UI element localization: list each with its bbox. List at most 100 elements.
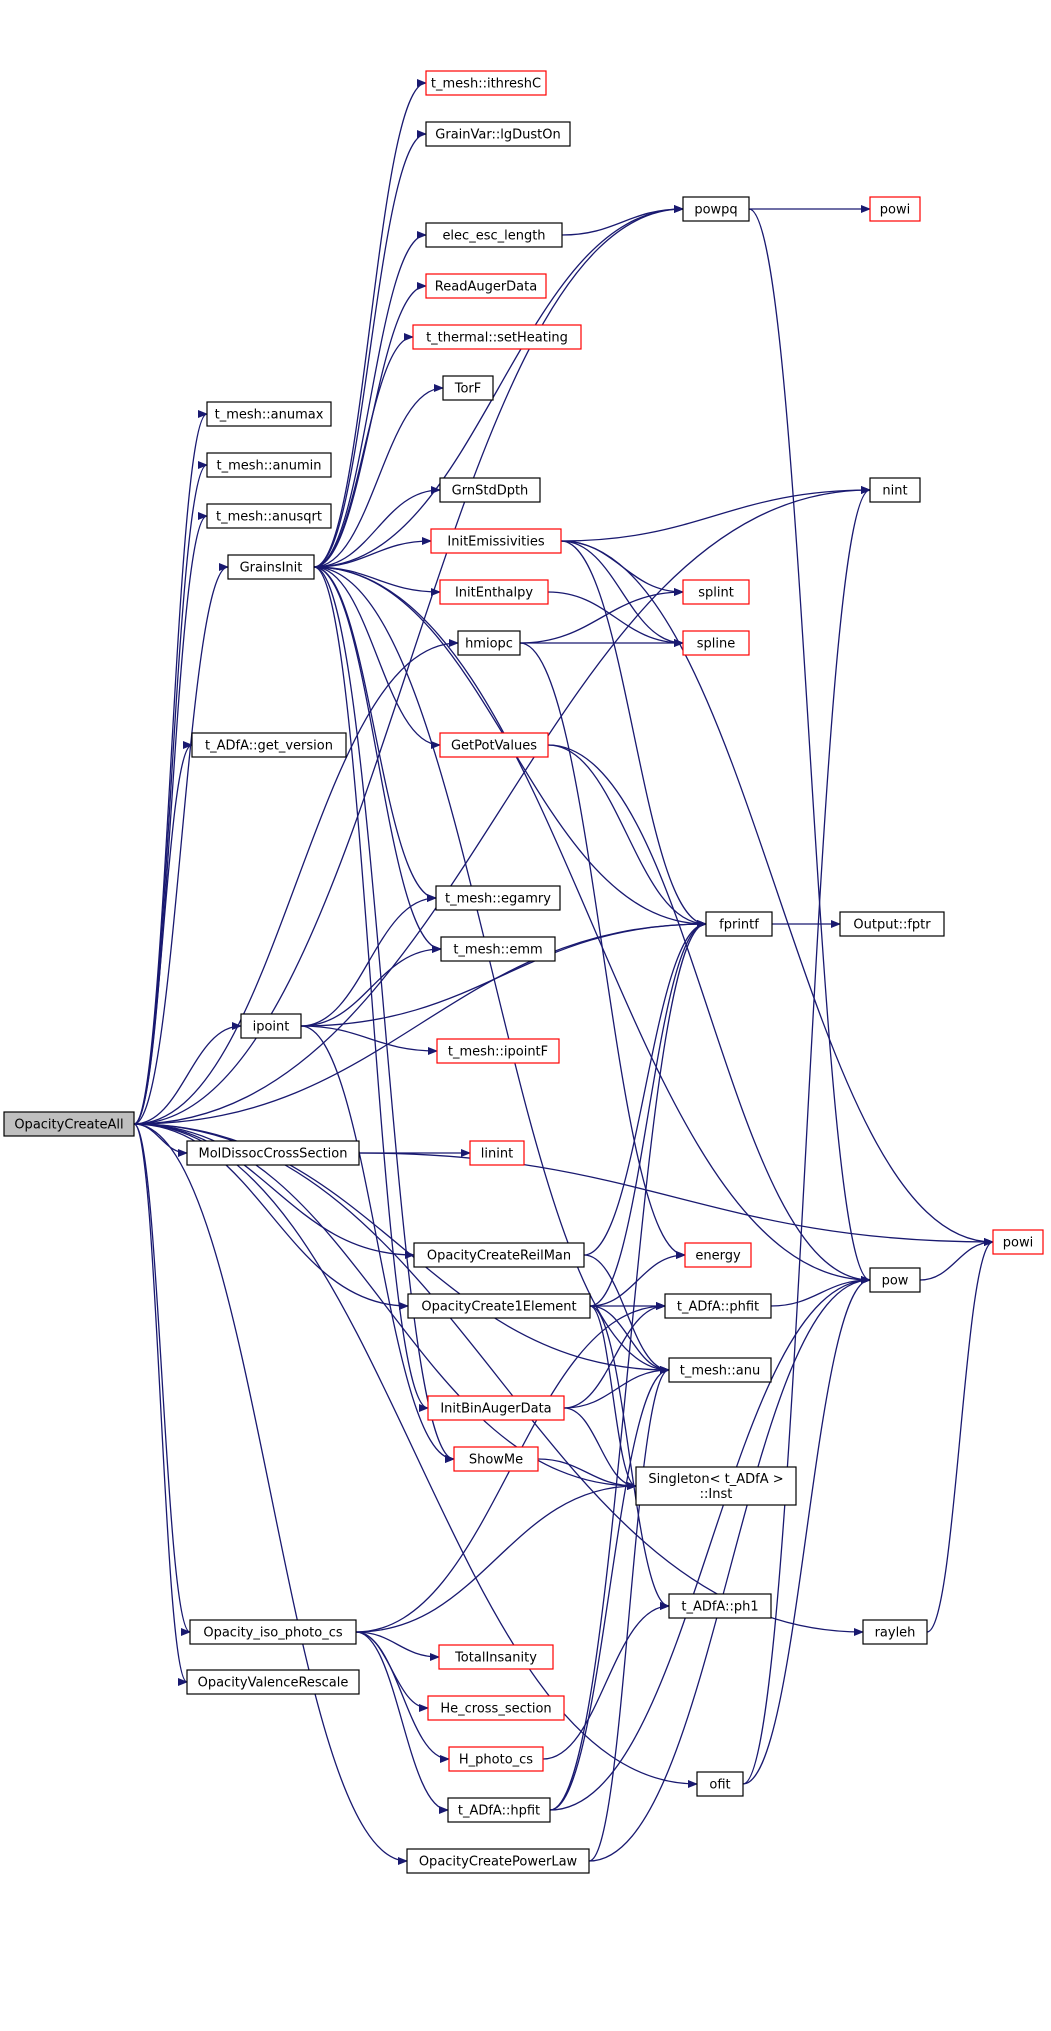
node-box (839, 911, 945, 937)
node-label: powi (1003, 1236, 1033, 1251)
node-box (705, 911, 773, 937)
node-init-bin-auger-data[interactable]: InitBinAugerData (427, 1395, 565, 1421)
node-box (425, 121, 571, 147)
node-box (191, 732, 347, 758)
node-grains-init[interactable]: GrainsInit (227, 554, 315, 580)
node-elec-esc-length[interactable]: elec_esc_length (425, 222, 563, 248)
node-powi-top[interactable]: powi (869, 196, 921, 222)
node-label: OpacityCreatePowerLaw (419, 1855, 578, 1870)
node-opacity-create-reil-man[interactable]: OpacityCreateReilMan (413, 1242, 585, 1268)
node-h-photo-cs[interactable]: H_photo_cs (448, 1746, 544, 1772)
node-label: OpacityValenceRescale (198, 1676, 349, 1691)
node-tor-f[interactable]: TorF (442, 375, 494, 401)
node-box (869, 1267, 921, 1293)
node-label: t_mesh::egamry (445, 892, 551, 907)
node-t-mesh-ithresh-c[interactable]: t_mesh::ithreshC (425, 70, 547, 96)
node-t-adf-a-ph1[interactable]: t_ADfA::ph1 (668, 1593, 772, 1619)
node-t-mesh-egamry[interactable]: t_mesh::egamry (435, 885, 561, 911)
node-ipoint[interactable]: ipoint (240, 1013, 302, 1039)
node-box (206, 452, 332, 478)
node-init-enthalpy[interactable]: InitEnthalpy (439, 579, 549, 605)
node-mol-dissoc-cross-section[interactable]: MolDissocCrossSection (186, 1140, 360, 1166)
node-t-mesh-emm[interactable]: t_mesh::emm (440, 936, 556, 962)
edge-opacity-create-all-to-opacity-create-reil-man (133, 1123, 415, 1259)
node-box (682, 579, 750, 605)
node-box (227, 554, 315, 580)
node-nint[interactable]: nint (869, 477, 921, 503)
node-box (862, 1619, 928, 1645)
node-hmiopc[interactable]: hmiopc (457, 630, 521, 656)
node-label: elec_esc_length (442, 229, 545, 244)
node-splint[interactable]: splint (682, 579, 750, 605)
node-box (407, 1293, 591, 1319)
node-box (427, 1695, 565, 1721)
node-label: rayleh (875, 1626, 916, 1641)
node-opacity-create1element[interactable]: OpacityCreate1Element (407, 1293, 591, 1319)
node-box (206, 401, 332, 427)
edge-opacity-create-all-to-t-mesh-anumax (133, 410, 208, 1125)
edge-rayleh-to-powi-mid (926, 1238, 994, 1633)
edge-grains-init-to-tor-f (313, 384, 444, 568)
node-t-mesh-anumin[interactable]: t_mesh::anumin (206, 452, 332, 478)
node-t-thermal-set-heating[interactable]: t_thermal::setHeating (412, 324, 582, 350)
node-box (438, 1644, 554, 1670)
node-box (448, 1746, 544, 1772)
node-linint[interactable]: linint (469, 1140, 525, 1166)
node-he-cross-section[interactable]: He_cross_section (427, 1695, 565, 1721)
node-opacity-create-all[interactable]: OpacityCreateAll (3, 1111, 135, 1137)
node-label: ::Inst (700, 1487, 733, 1502)
node-opacity-valence-rescale[interactable]: OpacityValenceRescale (186, 1669, 360, 1695)
node-powi-mid[interactable]: powi (992, 1229, 1044, 1255)
edge-hmiopc-to-splint (519, 588, 684, 644)
node-label: OpacityCreate1Element (421, 1300, 576, 1315)
node-t-mesh-anusqrt[interactable]: t_mesh::anusqrt (206, 503, 332, 529)
edge-init-emissivities-to-powi-mid (560, 540, 994, 1246)
node-ofit[interactable]: ofit (696, 1771, 744, 1797)
node-total-insanity[interactable]: TotalInsanity (438, 1644, 554, 1670)
node-init-emissivities[interactable]: InitEmissivities (430, 528, 562, 554)
node-box (425, 273, 547, 299)
node-opacity-iso-photo-cs[interactable]: Opacity_iso_photo_cs (189, 1619, 357, 1645)
node-fprintf[interactable]: fprintf (705, 911, 773, 937)
node-label: powpq (694, 203, 737, 218)
node-singleton-inst[interactable]: Singleton< t_ADfA >::Inst (635, 1466, 797, 1506)
node-t-mesh-ipoint-f[interactable]: t_mesh::ipointF (436, 1038, 560, 1064)
edge-grains-init-to-grn-std-dpth (313, 486, 441, 568)
node-opacity-create-power-law[interactable]: OpacityCreatePowerLaw (406, 1848, 590, 1874)
node-label: OpacityCreateAll (14, 1118, 123, 1133)
node-label: t_ADfA::phfit (677, 1300, 759, 1315)
edge-opacity-create-all-to-opacity-create-power-law (133, 1123, 408, 1865)
node-label: splint (698, 586, 734, 601)
edge-init-bin-auger-data-to-t-adf-a-phfit (563, 1302, 666, 1409)
node-grain-var-lg-dust-on[interactable]: GrainVar::lgDustOn (425, 121, 571, 147)
node-read-auger-data[interactable]: ReadAugerData (425, 273, 547, 299)
edge-ipoint-to-t-mesh-emm (300, 945, 442, 1027)
node-t-adf-a-phfit[interactable]: t_ADfA::phfit (664, 1293, 772, 1319)
node-label: He_cross_section (440, 1702, 551, 1717)
node-spline[interactable]: spline (682, 630, 750, 656)
edge-show-me-to-singleton-inst (537, 1458, 637, 1490)
node-box (869, 196, 921, 222)
node-box (440, 936, 556, 962)
node-t-mesh-anumax[interactable]: t_mesh::anumax (206, 401, 332, 427)
edge-opacity-create-all-to-opacity-create1element (133, 1123, 409, 1310)
edge-ipoint-to-t-mesh-egamry (300, 894, 437, 1027)
node-t-adf-a-get-version[interactable]: t_ADfA::get_version (191, 732, 347, 758)
node-label: TorF (454, 382, 482, 397)
node-show-me[interactable]: ShowMe (453, 1446, 539, 1472)
node-rayleh[interactable]: rayleh (862, 1619, 928, 1645)
node-output-fptr[interactable]: Output::fptr (839, 911, 945, 937)
node-powpq[interactable]: powpq (682, 196, 750, 222)
node-box (425, 222, 563, 248)
node-pow[interactable]: pow (869, 1267, 921, 1293)
edge-ipoint-to-t-mesh-ipoint-f (300, 1025, 438, 1055)
call-edges (133, 79, 994, 1865)
node-label: GrainVar::lgDustOn (435, 128, 560, 143)
edge-init-emissivities-to-nint (560, 486, 871, 542)
node-t-mesh-anu[interactable]: t_mesh::anu (668, 1357, 772, 1383)
node-t-adf-a-hpfit[interactable]: t_ADfA::hpfit (447, 1797, 551, 1823)
node-grn-std-dpth[interactable]: GrnStdDpth (439, 477, 541, 503)
node-get-pot-values[interactable]: GetPotValues (439, 732, 549, 758)
node-energy[interactable]: energy (684, 1242, 752, 1268)
